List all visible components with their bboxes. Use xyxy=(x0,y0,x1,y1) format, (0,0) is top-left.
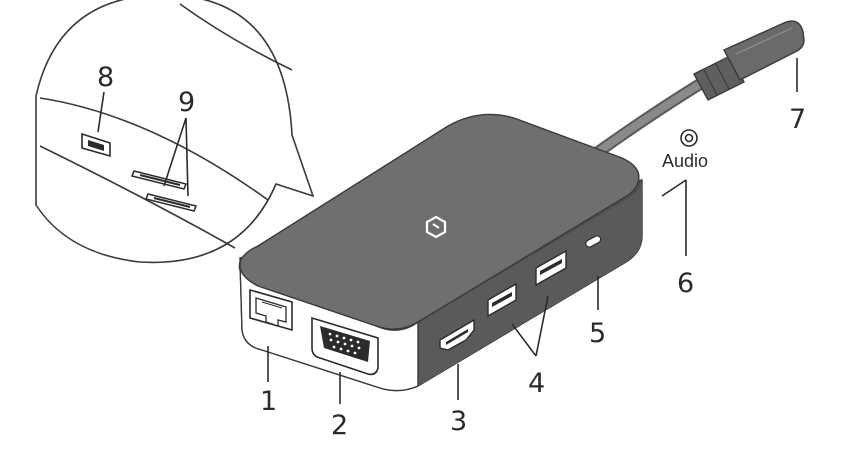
leader-line-9b xyxy=(185,117,189,197)
leader-line-8 xyxy=(97,91,105,133)
audio-jack-icon xyxy=(680,129,698,147)
callout-2: 2 xyxy=(331,410,348,441)
callout-5: 5 xyxy=(589,318,606,349)
hub-right-face xyxy=(418,180,642,386)
leader-line-6a xyxy=(661,179,687,197)
callout-7: 7 xyxy=(789,104,806,135)
callout-3: 3 xyxy=(450,406,467,437)
hub-top-face xyxy=(238,113,640,330)
hub-logo-icon xyxy=(425,215,447,239)
cable-strain-relief xyxy=(693,55,745,101)
usb-a-port-icon xyxy=(487,282,517,318)
magnifier-inset: 8 9 xyxy=(35,0,315,264)
audio-label: Audio xyxy=(662,151,708,171)
cable-connector-housing xyxy=(723,20,805,81)
callout-6: 6 xyxy=(677,268,694,299)
microsd-card-slot-icon xyxy=(130,170,198,212)
magnifier-outline xyxy=(35,0,315,264)
leader-line-4a xyxy=(511,323,537,357)
usb-c-cable-icon xyxy=(592,20,805,158)
magnifier-hub-edge-top xyxy=(39,97,269,201)
leader-line-4b xyxy=(535,295,549,357)
leader-line-9a xyxy=(163,117,187,187)
usb-c-port-icon xyxy=(585,235,602,248)
magnifier-hub-edge-bottom xyxy=(39,145,236,249)
magnifier-hub-edge-top-back xyxy=(179,3,293,71)
sd-card-slot-icon xyxy=(81,132,111,158)
leader-lines xyxy=(267,58,798,404)
vga-port-icon xyxy=(311,316,379,376)
hdmi-port-icon xyxy=(439,318,475,351)
callout-9: 9 xyxy=(178,87,195,118)
usb-a-port-icon xyxy=(535,249,567,287)
callout-4: 4 xyxy=(528,368,545,399)
ethernet-port-icon xyxy=(249,288,293,332)
callout-8: 8 xyxy=(97,62,114,93)
callout-1: 1 xyxy=(260,386,277,417)
